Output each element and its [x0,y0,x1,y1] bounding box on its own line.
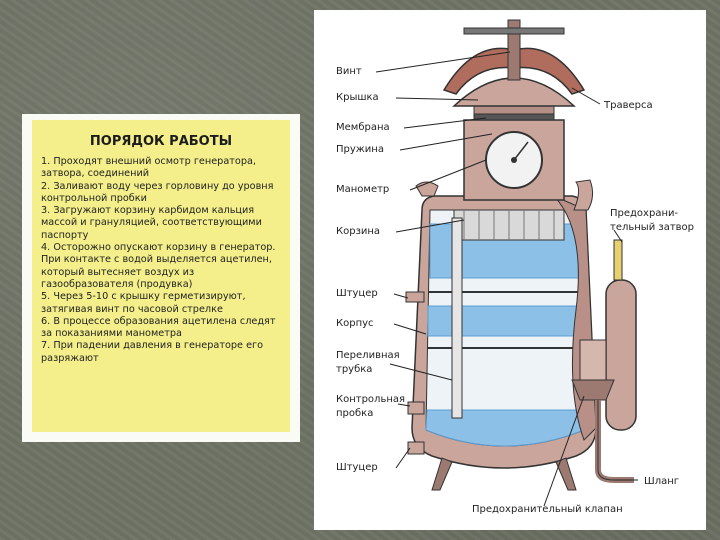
label-membrana: Мембрана [336,122,390,133]
step-2: 2. Заливают воду через горловину до уров… [41,181,287,206]
vessel [406,182,596,490]
label-kryshka: Крышка [336,92,379,103]
label-pruzhina: Пружина [336,144,384,155]
label-manometr: Манометр [336,184,389,195]
label-shlang: Шланг [644,476,679,487]
step-1: 1. Проходят внешний осмотр генератора, з… [41,156,287,181]
step-4: 4. Осторожно опускают корзину в генерато… [41,242,287,291]
step-6: 6. В процессе образования ацетилена след… [41,316,287,341]
generator-top [444,20,584,200]
procedure-card-body: ПОРЯДОК РАБОТЫ 1. Проходят внешний осмот… [32,120,290,432]
label-zatvor-1: Предохрани- [610,208,678,219]
label-kontrolnaya-2: пробка [336,408,373,419]
step-3: 3. Загружают корзину карбидом кальция ма… [41,205,287,242]
safety-lock-cylinder [606,280,636,430]
label-zatvor-2: тельный затвор [610,222,694,233]
label-korzina: Корзина [336,226,380,237]
step-5: 5. Через 5-10 с крышку герметизируют, за… [41,291,287,316]
safety-valve [572,380,614,400]
label-traversa: Траверса [603,100,653,111]
procedure-card: ПОРЯДОК РАБОТЫ 1. Проходят внешний осмот… [22,114,300,442]
label-korpus: Корпус [336,318,374,329]
label-vint: Винт [336,66,362,77]
label-klapan: Предохранительный клапан [472,504,623,515]
label-perelivnaya-2: трубка [336,364,372,375]
label-shtutser-bottom: Штуцер [336,462,378,473]
label-perelivnaya-1: Переливная [336,350,400,361]
label-kontrolnaya-1: Контрольная [336,394,405,405]
step-7: 7. При падении давления в генераторе его… [41,340,287,365]
procedure-steps: 1. Проходят внешний осмотр генератора, з… [41,156,287,365]
procedure-title: ПОРЯДОК РАБОТЫ [32,134,290,149]
generator-diagram: Винт Крышка Мембрана Пружина Манометр Ко… [314,10,706,530]
label-shtutser-top: Штуцер [336,288,378,299]
generator-diagram-panel: Винт Крышка Мембрана Пружина Манометр Ко… [314,10,706,530]
